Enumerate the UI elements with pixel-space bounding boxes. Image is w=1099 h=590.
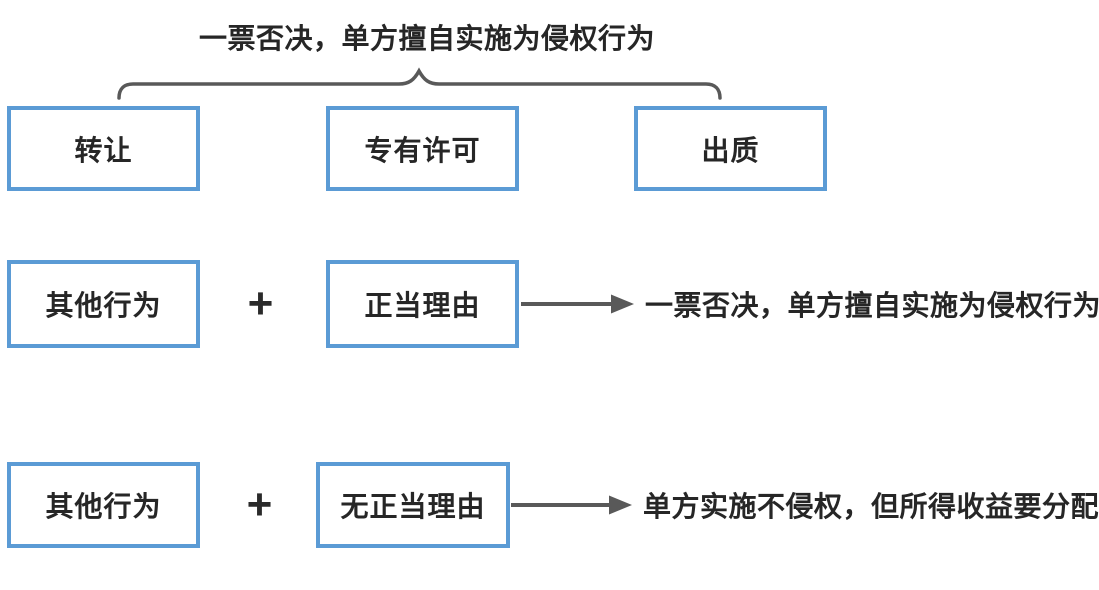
result-text-justified: 一票否决，单方擅自实施为侵权行为 [645,290,1099,321]
box-other-acts-1: 其他行为 [7,260,200,348]
box-pledge: 出质 [634,106,827,191]
arrow-justified-row [521,294,634,314]
plus-sign-1: + [247,279,274,328]
arrow-head-icon [611,294,634,314]
box-label: 转让 [74,134,133,166]
brace [117,67,722,100]
diagram-title: 一票否决，单方擅自实施为侵权行为 [198,23,655,54]
box-justified-reason: 正当理由 [326,260,519,348]
arrow-head-icon [609,495,632,515]
result-text-unjustified: 单方实施不侵权，但所得收益要分配 [643,491,1099,522]
box-label: 出质 [701,134,760,166]
plus-sign-2: + [246,480,273,529]
box-other-acts-2: 其他行为 [7,462,200,548]
box-label: 其他行为 [45,290,162,321]
box-no-justified-reason: 无正当理由 [316,462,510,548]
box-label: 其他行为 [45,491,162,522]
box-label: 正当理由 [364,290,481,321]
box-exclusive-license: 专有许可 [326,106,519,191]
box-label: 无正当理由 [340,491,486,522]
box-transfer: 转让 [7,106,200,191]
arrow-unjustified-row [511,495,632,515]
box-label: 专有许可 [364,134,481,166]
